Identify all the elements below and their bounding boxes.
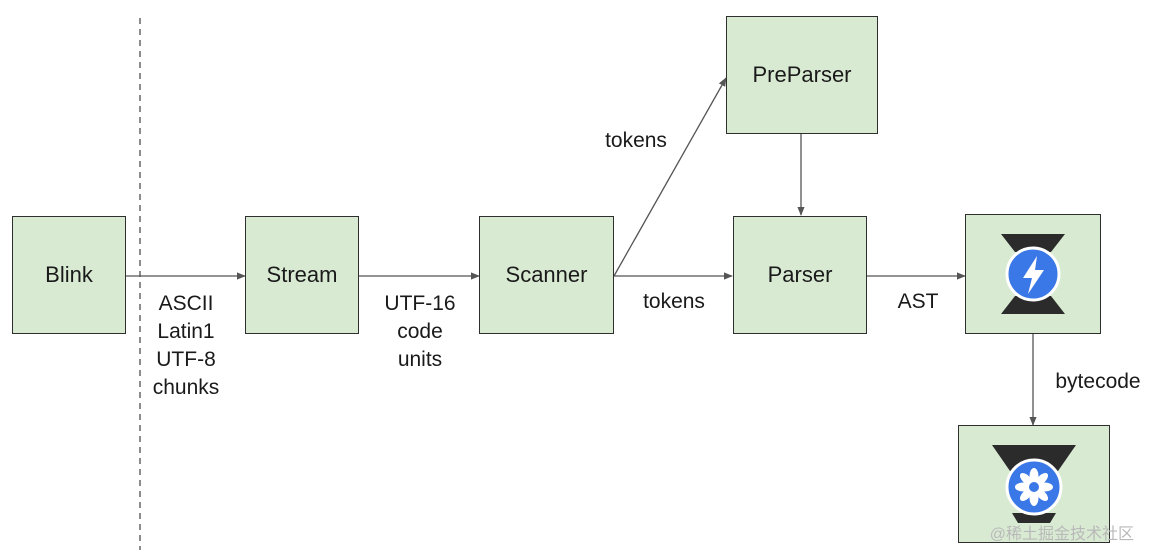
label-stream-scanner: UTF-16 code units — [372, 290, 468, 374]
scanner-box: Scanner — [479, 216, 614, 334]
stream-label: Stream — [266, 262, 338, 287]
label-ast: AST — [897, 290, 939, 313]
encoding-ascii: ASCII — [158, 292, 214, 315]
blink-box: Blink — [12, 216, 126, 334]
blink-label: Blink — [45, 262, 93, 287]
encoding-utf8: UTF-8 — [156, 348, 216, 371]
turbofan-box — [958, 425, 1110, 543]
encoding-latin1: Latin1 — [157, 320, 215, 343]
parser-box: Parser — [733, 216, 867, 334]
turbofan-icon — [992, 445, 1076, 523]
label-tokens-preparser: tokens — [605, 129, 667, 152]
encoding-chunks: chunks — [152, 376, 220, 399]
ignition-icon — [1001, 234, 1065, 314]
preparser-box: PreParser — [726, 16, 878, 134]
watermark: @稀土掘金技术社区 — [989, 526, 1134, 543]
arrow-scanner-preparser — [613, 77, 727, 277]
label-bytecode: bytecode — [1055, 370, 1141, 393]
label-tokens-parser: tokens — [643, 290, 705, 313]
utf16-line1: UTF-16 — [384, 292, 456, 315]
preparser-label: PreParser — [752, 62, 852, 87]
ignition-box — [965, 214, 1101, 334]
parser-label: Parser — [767, 262, 833, 287]
label-blink-stream: ASCII Latin1 UTF-8 chunks — [142, 290, 230, 402]
stream-box: Stream — [245, 216, 359, 334]
scanner-label: Scanner — [505, 262, 588, 287]
utf16-line2: code — [397, 320, 443, 343]
utf16-line3: units — [397, 348, 443, 371]
